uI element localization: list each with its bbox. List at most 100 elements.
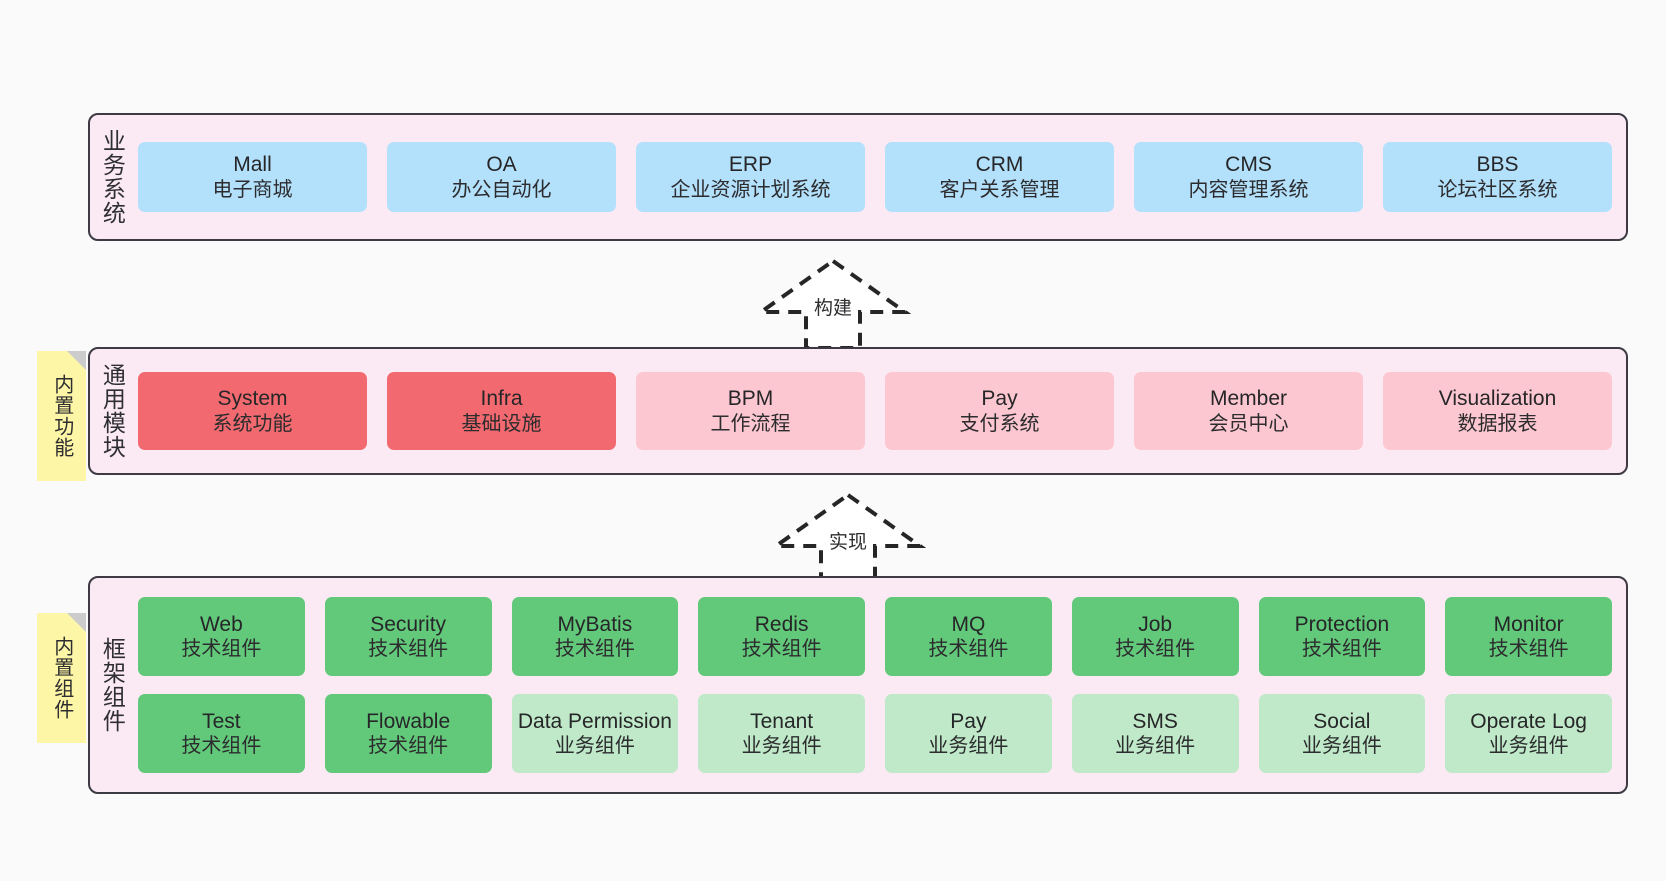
node-title: Test: [202, 709, 241, 733]
node-title: Web: [199, 612, 243, 636]
node-pay-module[interactable]: Pay 支付系统: [885, 372, 1114, 450]
node-title: Member: [1209, 387, 1288, 410]
node-title: Mall: [233, 153, 272, 176]
node-test[interactable]: Test 技术组件: [138, 694, 305, 773]
node-mall[interactable]: Mall 电子商城: [138, 142, 367, 212]
note-builtin-components: 内置组件: [37, 613, 86, 743]
node-subtitle: 技术组件: [741, 638, 822, 661]
connector-label-build: 构建: [813, 298, 853, 319]
node-system[interactable]: System 系统功能: [138, 372, 367, 450]
layer-body-framework-components: Web 技术组件 Security 技术组件 MyBatis 技术组件 Redi…: [134, 578, 1626, 792]
node-subtitle: 技术组件: [1301, 638, 1382, 661]
node-title: BBS: [1476, 153, 1519, 176]
dashed-generalization-arrow-icon: [754, 258, 912, 350]
node-title: Data Permission: [517, 709, 672, 733]
node-title: Pay: [981, 387, 1018, 410]
node-operate-log[interactable]: Operate Log 业务组件: [1445, 694, 1612, 773]
node-title: Flowable: [366, 709, 451, 733]
node-subtitle: 业务组件: [554, 735, 635, 758]
layer-row: Web 技术组件 Security 技术组件 MyBatis 技术组件 Redi…: [138, 597, 1612, 676]
node-title: CRM: [975, 153, 1024, 176]
node-subtitle: 技术组件: [1488, 638, 1569, 661]
node-subtitle: 论坛社区系统: [1437, 178, 1558, 201]
node-flowable[interactable]: Flowable 技术组件: [324, 694, 492, 773]
connector-label-implement: 实现: [828, 532, 868, 553]
node-pay-component[interactable]: Pay 业务组件: [885, 694, 1052, 773]
node-visualization[interactable]: Visualization 数据报表: [1383, 372, 1612, 450]
node-subtitle: 技术组件: [368, 735, 449, 758]
node-title: System: [217, 387, 288, 410]
layer-business-system: 业务系统 Mall 电子商城 OA 办公自动化 ERP 企业资源计划系统 CRM…: [88, 113, 1628, 241]
layer-row: System 系统功能 Infra 基础设施 BPM 工作流程 Pay 支付系统…: [138, 372, 1612, 450]
page-fold-icon: [67, 613, 86, 632]
node-bpm[interactable]: BPM 工作流程: [636, 372, 865, 450]
node-subtitle: 客户关系管理: [939, 178, 1060, 201]
node-sms[interactable]: SMS 业务组件: [1071, 694, 1239, 773]
node-subtitle: 工作流程: [710, 412, 791, 435]
node-subtitle: 业务组件: [1301, 735, 1382, 758]
node-subtitle: 技术组件: [928, 638, 1009, 661]
node-subtitle: 办公自动化: [451, 178, 552, 201]
node-title: MyBatis: [557, 612, 633, 636]
layer-common-modules: 通用模块 System 系统功能 Infra 基础设施 BPM 工作流程 Pay…: [88, 347, 1628, 475]
node-title: Operate Log: [1470, 709, 1587, 733]
node-protection[interactable]: Protection 技术组件: [1258, 597, 1426, 676]
node-mq[interactable]: MQ 技术组件: [885, 597, 1052, 676]
note-label: 内置功能: [50, 374, 73, 458]
connector-implement: 实现: [769, 492, 927, 584]
note-builtin-functions: 内置功能: [37, 351, 86, 481]
node-subtitle: 业务组件: [1488, 735, 1569, 758]
node-title: CMS: [1225, 153, 1272, 176]
node-security[interactable]: Security 技术组件: [324, 597, 492, 676]
node-mybatis[interactable]: MyBatis 技术组件: [511, 597, 679, 676]
connector-build: 构建: [754, 258, 912, 350]
page-fold-icon: [67, 351, 86, 370]
node-oa[interactable]: OA 办公自动化: [387, 142, 616, 212]
note-label: 内置组件: [50, 636, 73, 720]
node-title: Social: [1313, 709, 1371, 733]
node-subtitle: 支付系统: [959, 412, 1040, 435]
node-cms[interactable]: CMS 内容管理系统: [1134, 142, 1363, 212]
layer-title-common-modules: 通用模块: [99, 363, 126, 459]
layer-title-business-system: 业务系统: [99, 129, 126, 225]
node-job[interactable]: Job 技术组件: [1071, 597, 1239, 676]
node-subtitle: 会员中心: [1208, 412, 1289, 435]
node-redis[interactable]: Redis 技术组件: [698, 597, 865, 676]
node-title: Redis: [754, 612, 809, 636]
node-social[interactable]: Social 业务组件: [1258, 694, 1426, 773]
node-title: Infra: [480, 387, 523, 410]
node-subtitle: 技术组件: [181, 638, 262, 661]
node-subtitle: 系统功能: [212, 412, 293, 435]
node-subtitle: 业务组件: [928, 735, 1009, 758]
node-member[interactable]: Member 会员中心: [1134, 372, 1363, 450]
node-subtitle: 业务组件: [1115, 735, 1196, 758]
node-data-permission[interactable]: Data Permission 业务组件: [511, 694, 679, 773]
node-web[interactable]: Web 技术组件: [138, 597, 305, 676]
node-crm[interactable]: CRM 客户关系管理: [885, 142, 1114, 212]
node-title: SMS: [1132, 709, 1178, 733]
node-erp[interactable]: ERP 企业资源计划系统: [636, 142, 865, 212]
node-subtitle: 业务组件: [741, 735, 822, 758]
layer-row: Mall 电子商城 OA 办公自动化 ERP 企业资源计划系统 CRM 客户关系…: [138, 142, 1612, 212]
node-subtitle: 技术组件: [1115, 638, 1196, 661]
layer-title-framework-components: 框架组件: [99, 637, 126, 733]
node-subtitle: 技术组件: [181, 735, 262, 758]
node-bbs[interactable]: BBS 论坛社区系统: [1383, 142, 1612, 212]
layer-body-common-modules: System 系统功能 Infra 基础设施 BPM 工作流程 Pay 支付系统…: [134, 349, 1626, 473]
node-monitor[interactable]: Monitor 技术组件: [1445, 597, 1612, 676]
dashed-generalization-arrow-icon: [769, 492, 927, 584]
node-title: BPM: [727, 387, 774, 410]
node-infra[interactable]: Infra 基础设施: [387, 372, 616, 450]
layer-framework-components: 框架组件 Web 技术组件 Security 技术组件 MyBatis 技术组件…: [88, 576, 1628, 794]
node-title: Visualization: [1438, 387, 1557, 410]
layer-body-business-system: Mall 电子商城 OA 办公自动化 ERP 企业资源计划系统 CRM 客户关系…: [134, 115, 1626, 239]
node-tenant[interactable]: Tenant 业务组件: [698, 694, 865, 773]
node-title: MQ: [951, 612, 986, 636]
node-title: Pay: [950, 709, 987, 733]
node-subtitle: 技术组件: [554, 638, 635, 661]
node-subtitle: 基础设施: [461, 412, 542, 435]
node-title: OA: [486, 153, 517, 176]
node-title: ERP: [728, 153, 773, 176]
node-subtitle: 内容管理系统: [1188, 178, 1309, 201]
